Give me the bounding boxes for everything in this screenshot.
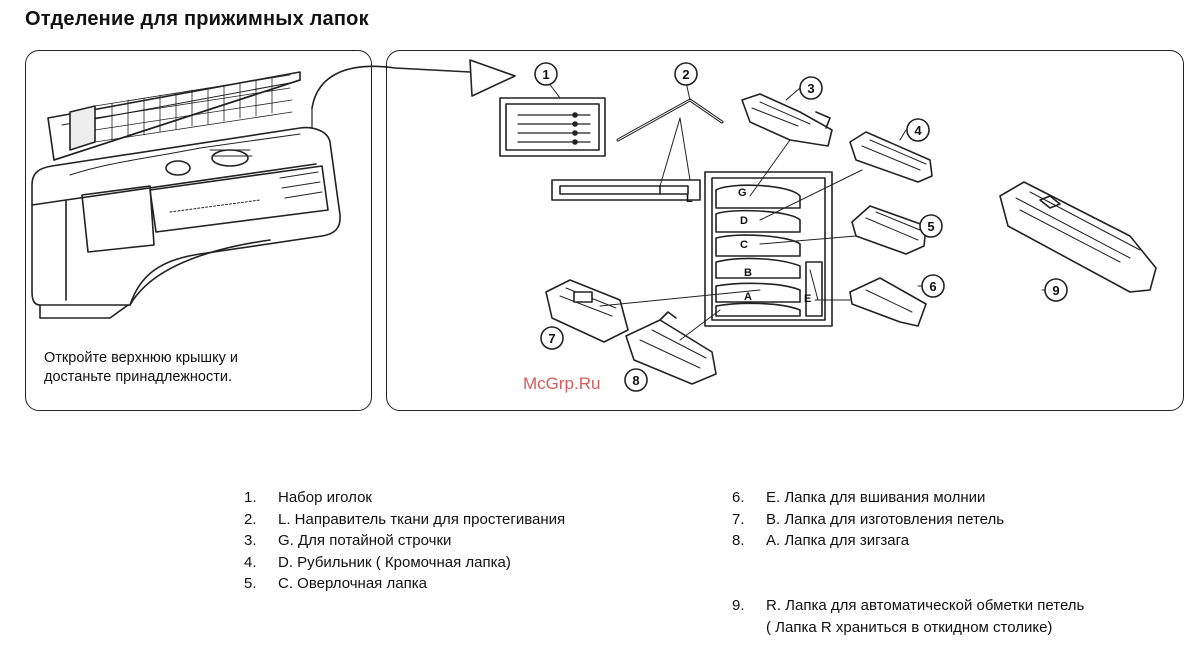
legend-text: L. Направитель ткани для простегивания	[278, 510, 566, 528]
slot-label-d: D	[740, 215, 748, 227]
needle-set-icon	[499, 97, 606, 157]
legend-num: 3.	[244, 532, 257, 549]
overlock-foot-icon	[851, 205, 927, 255]
accessories-panel	[386, 50, 1184, 411]
legend-item: 4. D. Рубильник ( Кромочная лапка)	[244, 552, 565, 574]
callout-5: 5	[927, 219, 934, 234]
slot-label-b: B	[744, 267, 752, 279]
slot-label-e: E	[804, 293, 811, 305]
instruction-line-2: достаньте принадлежности.	[44, 369, 233, 385]
storage-tray-icon	[704, 171, 833, 327]
slot-label-c: C	[740, 239, 748, 251]
legend-text: E. Лапка для вшивания молнии	[766, 489, 986, 506]
callout-6: 6	[929, 279, 936, 294]
legend-num: 4.	[244, 553, 257, 571]
machine-panel	[25, 50, 372, 411]
slot-label-a: A	[744, 291, 752, 303]
left-instruction: Откройте верхнюю крышку и достаньте прин…	[44, 349, 238, 387]
legend-num: 6.	[732, 489, 745, 506]
legend-num: 8.	[732, 532, 745, 549]
legend-column-3: 9. R. Лапка для автоматической обметки пе…	[732, 595, 1084, 638]
legend-item: 1. Набор иголок	[244, 487, 565, 509]
legend-text: B. Лапка для изготовления петель	[766, 510, 1005, 528]
legend-text: R. Лапка для автоматической обметки пете…	[766, 597, 1085, 614]
callout-9: 9	[1052, 283, 1059, 298]
arrow-head-icon	[469, 59, 516, 97]
callout-7: 7	[548, 331, 555, 346]
zipper-foot-icon	[849, 277, 927, 327]
buttonhole-foot-icon	[545, 279, 629, 343]
callout-8: 8	[632, 373, 639, 388]
callout-4: 4	[914, 123, 922, 138]
watermark: McGrp.Ru	[523, 374, 601, 393]
legend-text: G. Для потайной строчки	[278, 532, 452, 549]
legend-num: 7.	[732, 510, 745, 528]
legend-continuation: ( Лапка R храниться в откидном столике)	[732, 617, 1084, 639]
legend-item: 7. B. Лапка для изготовления петель	[732, 509, 1004, 531]
auto-buttonhole-foot-icon	[999, 181, 1157, 293]
edge-foot-icon	[849, 131, 933, 183]
legend-text: Набор иголок	[278, 489, 372, 506]
legend-num: 5.	[244, 575, 257, 592]
legend-text: D. Рубильник ( Кромочная лапка)	[278, 553, 511, 571]
legend-column-1: 1. Набор иголок 2. L. Направитель ткани дл…	[244, 487, 565, 595]
sewing-machine-icon	[31, 71, 341, 319]
instruction-line-1: Откройте верхнюю крышку и	[44, 350, 238, 366]
zigzag-foot-icon	[625, 311, 717, 385]
quilting-guide-icon	[616, 98, 724, 142]
slot-label-l: L	[686, 193, 693, 205]
legend-item: 8. A. Лапка для зигзага	[732, 530, 1004, 552]
legend-column-2: 6. E. Лапка для вшивания молнии 7. B. Лапк…	[732, 487, 1004, 552]
legend-text: ( Лапка R храниться в откидном столике)	[766, 618, 1053, 636]
slot-label-g: G	[738, 187, 747, 199]
legend-num: 1.	[244, 489, 257, 506]
legend-text: A. Лапка для зигзага	[766, 532, 910, 549]
legend-item: 5. C. Оверлочная лапка	[244, 573, 565, 595]
page-title: Отделение для прижимных лапок	[25, 8, 369, 30]
legend-num: 9.	[732, 597, 745, 614]
callout-3: 3	[807, 81, 814, 96]
legend-item: 2. L. Направитель ткани для простегивания	[244, 509, 565, 531]
legend-text: C. Оверлочная лапка	[278, 575, 427, 592]
transfer-arrow-icon	[311, 65, 471, 109]
legend-item: 9. R. Лапка для автоматической обметки пе…	[732, 595, 1084, 617]
legend-item: 6. E. Лапка для вшивания молнии	[732, 487, 1004, 509]
legend-item: 3. G. Для потайной строчки	[244, 530, 565, 552]
blind-stitch-foot-icon	[741, 93, 833, 147]
legend-num: 2.	[244, 510, 257, 528]
callout-1: 1	[542, 67, 549, 82]
callout-2: 2	[682, 67, 689, 82]
